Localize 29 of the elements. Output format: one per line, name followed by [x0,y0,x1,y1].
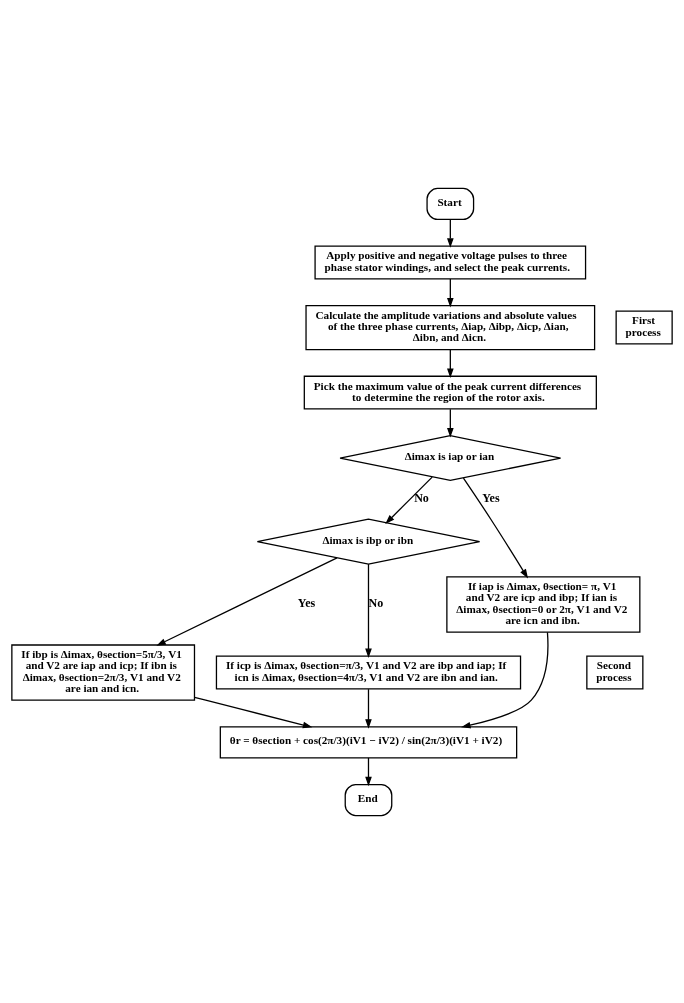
arrow [365,756,372,786]
node-box: Start [426,187,475,220]
node-box: Calculate the amplitude variations and absolute values of the three phase currents, Δiap, Δibp, Δicp, Δian, Δibn, and Δicn. [305,304,596,350]
arrow [447,348,454,378]
node-box: End [344,783,393,816]
arrow [447,277,454,307]
edge-label: Yes [297,595,316,610]
arrow [365,562,372,658]
node-box: If iap is Δimax, θsection= π, V1 and V2 are icp and ibp; If ian is Δimax, θsection=0 or 2π, V1 and V2 are icn and ibn. [446,575,641,633]
node-diamond: Δimax is iap or ian [339,434,562,481]
arrow [447,218,454,248]
arrow [385,475,433,524]
arrow [462,476,529,579]
node-box: Apply positive and negative voltage pulses to three phase stator windings, and select the peak currents. [314,245,587,280]
node-box: If icp is Δimax, θsection=π/3, V1 and V2 are ibp and iap; If icn is Δimax, θsection=4π/3, V1 and V2 are ibn and ian. [215,655,522,690]
arrow [193,696,313,728]
node-box: First process [615,310,673,345]
edge-label: No [368,595,384,610]
edge-label: Yes [482,490,500,505]
arrow [447,408,454,438]
arrow [156,556,338,646]
node-box: θr = θsection + cos(2π/3)(iV1 − iV2) / sin(2π/3)(iV1 + iV2) [219,725,518,758]
arrow [365,688,372,729]
node-diamond: Δimax is ibp or ibn [256,518,481,565]
node-box: Pick the maximum value of the peak current differences to determine the region of the rotor axis. [303,375,597,410]
node-box: Second process [586,655,644,690]
node-box: If ibp is Δimax, θsection=5π/3, V1 and V2 are iap and icp; If ibn is Δimax, θsection=2π/3, V1 and V2 are ian and icn. [11,643,196,701]
edge-label: No [414,490,429,505]
arrow [461,631,549,728]
